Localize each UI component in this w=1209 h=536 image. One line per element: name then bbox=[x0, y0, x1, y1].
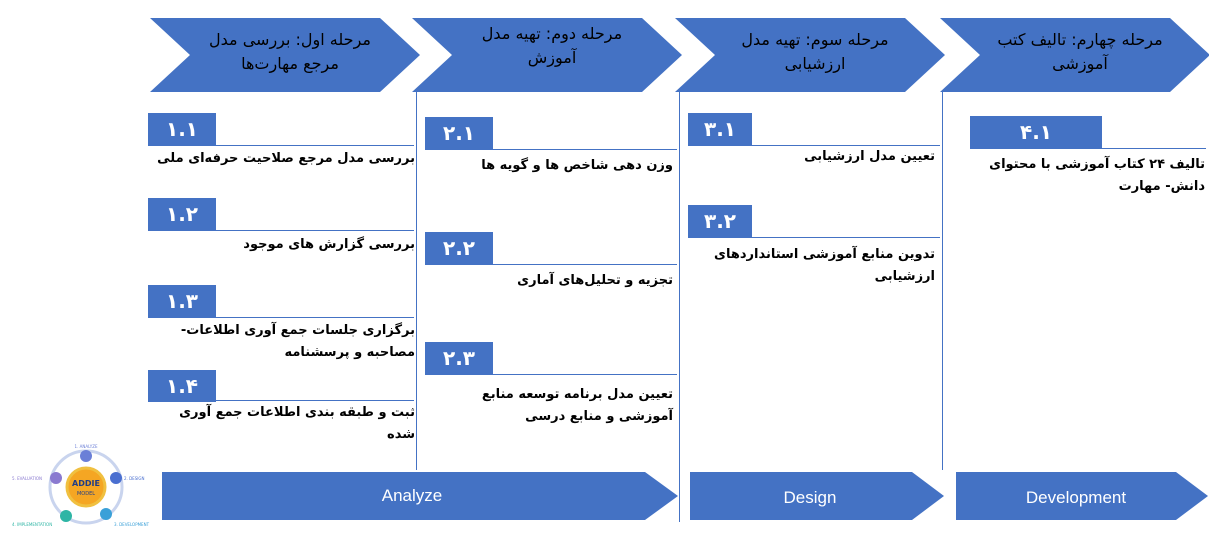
phase-label-design: Design bbox=[783, 488, 837, 507]
addie-center-subtitle: MODEL bbox=[77, 491, 95, 497]
step-underline-2-2 bbox=[425, 264, 677, 265]
step-underline-4-1 bbox=[970, 148, 1206, 149]
step-underline-1-4 bbox=[148, 400, 414, 401]
addie-label-analyze: 1. ANALYZE bbox=[75, 444, 98, 449]
step-text-2-1: وزن دهی شاخص ها و گویه ها bbox=[481, 158, 673, 173]
step-underline-3-2 bbox=[688, 237, 940, 238]
addie-model-graphic: ADDIE MODEL 1. ANALYZE 2. DESIGN 3. DEVE… bbox=[12, 444, 150, 527]
step-underline-3-1 bbox=[688, 145, 940, 146]
addie-label-design: 2. DESIGN bbox=[124, 476, 145, 481]
step-underline-1-1 bbox=[148, 145, 414, 146]
step-badge-4-1: ۴.۱ bbox=[970, 116, 1102, 148]
addie-node-design bbox=[110, 472, 122, 484]
step-text-1-2: بررسی گزارش های موجود bbox=[243, 237, 415, 252]
stage-arrow-3 bbox=[675, 18, 945, 92]
step-badge-2-2: ۲.۲ bbox=[425, 232, 493, 264]
stage-arrow-4 bbox=[940, 18, 1209, 92]
step-text-1-1: بررسی مدل مرجع صلاحیت حرفه‌ای ملی bbox=[157, 151, 415, 166]
addie-node-development bbox=[100, 508, 112, 520]
stage-title-1: مرحله اول: بررسی مدل مرجع مهارت‌ها bbox=[209, 30, 371, 73]
addie-label-evaluation: 5. EVALUATION bbox=[12, 476, 42, 481]
step-text-3-1: تعیین مدل ارزشیابی bbox=[804, 149, 935, 164]
stage-arrows bbox=[150, 18, 1209, 92]
step-text-3-2: تدوین منابع آموزشی استانداردهای ارزشیابی bbox=[714, 247, 935, 284]
step-text-1-3: برگزاری جلسات جمع آوری اطلاعات- مصاحبه و… bbox=[180, 323, 415, 360]
column-separator-1 bbox=[416, 92, 417, 470]
step-text-4-1: تالیف ۲۴ کتاب آموزشی با محتوای دانش- مها… bbox=[989, 157, 1205, 194]
step-text-2-3: تعیین مدل برنامه توسعه منابع آموزشی و من… bbox=[481, 387, 673, 424]
phase-arrow-development bbox=[956, 472, 1208, 520]
step-badge-1-4: ۱.۴ bbox=[148, 370, 216, 402]
column-separator-3 bbox=[942, 92, 943, 470]
stage-title-4: مرحله چهارم: تالیف کتب آموزشی bbox=[997, 30, 1163, 73]
addie-center-title: ADDIE bbox=[72, 479, 100, 488]
step-badge-2-1: ۲.۱ bbox=[425, 117, 493, 149]
step-badge-1-2: ۱.۲ bbox=[148, 198, 216, 230]
addie-node-analyze bbox=[80, 450, 92, 462]
phase-arrows bbox=[162, 472, 1208, 520]
step-text-2-2: تجزیه و تحلیل‌های آماری bbox=[517, 273, 673, 288]
step-badge-3-2: ۳.۲ bbox=[688, 205, 752, 237]
stage-title-2: مرحله دوم: تهیه مدل آموزش bbox=[481, 24, 623, 67]
step-underline-1-3 bbox=[148, 317, 414, 318]
step-text-1-4: ثبت و طبقه بندی اطلاعات جمع آوری شده bbox=[179, 405, 415, 442]
stage-arrow-1 bbox=[150, 18, 420, 92]
step-badge-3-1: ۳.۱ bbox=[688, 113, 752, 145]
step-underline-2-3 bbox=[425, 374, 677, 375]
column-separator-2 bbox=[679, 92, 680, 522]
addie-node-evaluation bbox=[50, 472, 62, 484]
step-underline-2-1 bbox=[425, 149, 677, 150]
phase-label-analyze: Analyze bbox=[381, 486, 443, 505]
phase-arrow-design bbox=[690, 472, 944, 520]
step-badge-1-1: ۱.۱ bbox=[148, 113, 216, 145]
addie-label-implementation: 4. IMPLEMENTATION bbox=[12, 522, 52, 527]
stage-title-3: مرحله سوم: تهیه مدل ارزشیابی bbox=[741, 30, 889, 73]
addie-label-development: 3. DEVELOPMENT bbox=[114, 522, 150, 527]
phase-arrow-analyze bbox=[162, 472, 678, 520]
phase-label-development: Development bbox=[1025, 488, 1127, 507]
addie-node-implementation bbox=[60, 510, 72, 522]
step-underline-1-2 bbox=[148, 230, 414, 231]
step-badge-2-3: ۲.۳ bbox=[425, 342, 493, 374]
step-badge-1-3: ۱.۳ bbox=[148, 285, 216, 317]
stage-arrow-2 bbox=[412, 18, 682, 92]
